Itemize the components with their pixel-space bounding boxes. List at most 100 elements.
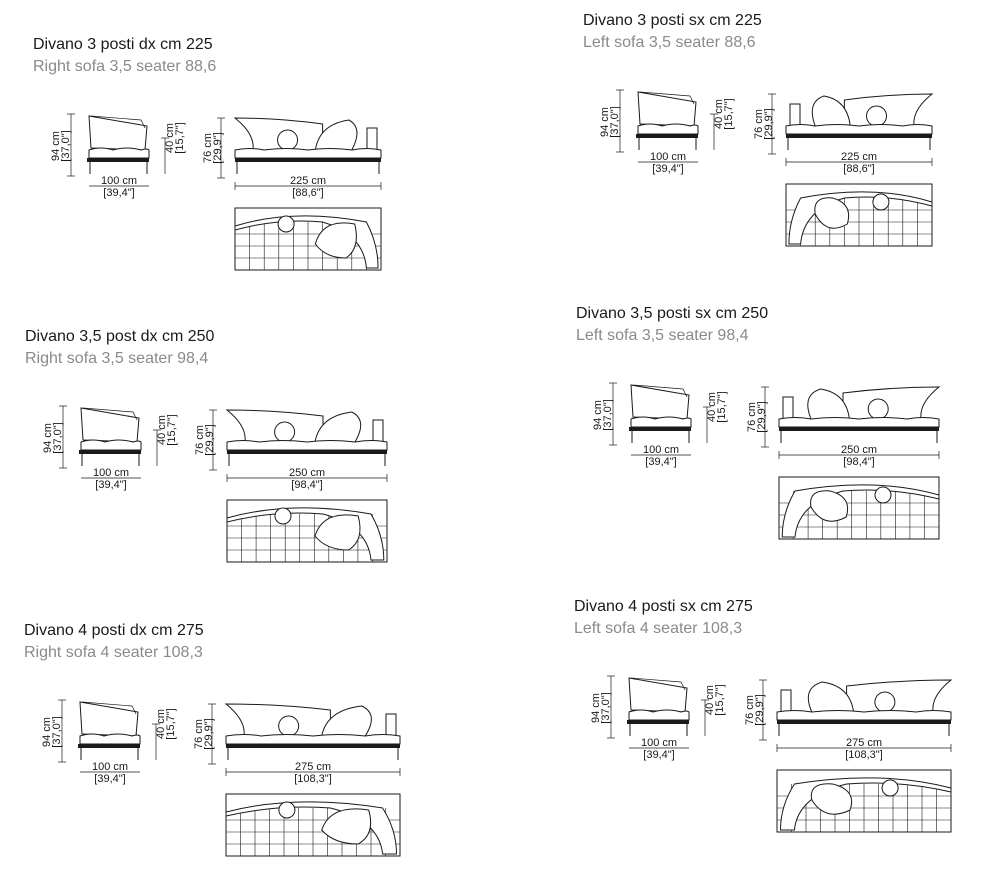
back-in-label: [29,9"]: [212, 132, 224, 163]
width-in-label: [98,4"]: [843, 456, 874, 468]
seat-cm-label: 40 cm: [706, 392, 718, 422]
back-cm-label: 76 cm: [744, 695, 756, 725]
front-armrest: [366, 127, 378, 151]
top-view: [226, 499, 388, 563]
width-cm-label: 275 cm: [846, 737, 882, 749]
top-cushion-round: [278, 801, 296, 819]
seat-in-label: [15,7"]: [716, 391, 728, 422]
width-cm-label: 275 cm: [295, 761, 331, 773]
back-in-label: [29,9"]: [754, 694, 766, 725]
front-backrest: [843, 93, 934, 127]
seat-cm-label: 40 cm: [164, 123, 176, 153]
width-cm-label: 250 cm: [841, 444, 877, 456]
height-in-label: [37,0"]: [609, 106, 621, 137]
depth-cm-label: 100 cm: [650, 151, 686, 163]
top-pillow: [314, 222, 357, 259]
front-pillow: [314, 119, 358, 151]
top-cushion-round: [277, 215, 295, 233]
front-view: 76 cm[29,9"]225 cm[88,6"]: [202, 117, 382, 199]
front-cushion-round: [278, 715, 300, 737]
sofa-title: Divano 3 posti sx cm 225: [583, 12, 762, 29]
front-seat: [776, 710, 952, 721]
top-view: [776, 769, 952, 833]
width-cm-label: 250 cm: [289, 467, 325, 479]
sofa-subtitle: Right sofa 4 seater 108,3: [24, 644, 203, 661]
side-base: [87, 158, 149, 162]
top-cushion-round: [881, 779, 899, 797]
front-cushion-round: [274, 421, 296, 443]
sofa-subtitle: Left sofa 3,5 seater 88,6: [583, 34, 756, 51]
top-view: [225, 793, 401, 857]
sofa-title: Divano 3,5 post dx cm 250: [25, 328, 215, 345]
sofa-drawing: 94 cm[37,0"]40 cm[15,7"]100 cm[39,4"]76 …: [41, 699, 401, 857]
side-backrest: [630, 384, 690, 420]
front-view: 76 cm[29,9"] 275 cm[108,3"]: [744, 679, 953, 761]
back-cm-label: 76 cm: [193, 719, 205, 749]
front-cushion-round: [874, 691, 896, 713]
top-pillow: [321, 808, 372, 845]
depth-cm-label: 100 cm: [101, 175, 137, 187]
side-view: 94 cm[37,0"]40 cm[15,7"]100 cm[39,4"]: [599, 89, 735, 175]
height-cm-label: 94 cm: [42, 423, 54, 453]
height-in-label: [37,0"]: [602, 399, 614, 430]
seat-cm-label: 40 cm: [713, 99, 725, 129]
front-view: 76 cm[29,9"]250 cm[98,4"]: [194, 409, 388, 491]
seat-in-label: [15,7"]: [166, 414, 178, 445]
side-base: [79, 450, 141, 454]
front-seat: [778, 417, 940, 428]
side-view: 94 cm[37,0"]40 cm[15,7"]100 cm[39,4"]: [590, 675, 726, 761]
depth-in-label: [39,4"]: [95, 479, 126, 491]
front-pillow: [807, 681, 855, 713]
sofa-drawing: 94 cm[37,0"]40 cm[15,7"]100 cm[39,4"]76 …: [50, 113, 382, 271]
front-backrest: [225, 409, 324, 443]
side-backrest: [637, 91, 697, 127]
width-in-label: [108,3"]: [294, 773, 332, 785]
front-seat: [785, 124, 933, 135]
front-pillow: [314, 411, 362, 443]
front-armrest: [372, 419, 384, 443]
sofa-drawing: 94 cm[37,0"]40 cm[15,7"]100 cm[39,4"]76 …: [42, 405, 388, 563]
top-view: [234, 207, 382, 271]
seat-in-label: [15,7"]: [165, 708, 177, 739]
side-cushion: [88, 147, 150, 159]
depth-in-label: [39,4"]: [643, 749, 674, 761]
height-cm-label: 94 cm: [50, 131, 62, 161]
width-in-label: [108,3"]: [845, 749, 883, 761]
side-base: [636, 134, 698, 138]
front-cushion-round: [866, 105, 888, 127]
front-base: [227, 450, 387, 454]
front-armrest: [789, 103, 801, 127]
width-in-label: [88,6"]: [843, 163, 874, 175]
depth-in-label: [39,4"]: [652, 163, 683, 175]
sofa-subtitle: Right sofa 3,5 seater 88,6: [33, 58, 217, 75]
top-view: [778, 476, 940, 540]
depth-in-label: [39,4"]: [103, 187, 134, 199]
front-base: [777, 720, 951, 724]
height-cm-label: 94 cm: [599, 107, 611, 137]
side-cushion: [630, 416, 692, 428]
side-base: [629, 427, 691, 431]
back-cm-label: 76 cm: [194, 425, 206, 455]
front-pillow: [807, 388, 850, 420]
back-in-label: [29,9"]: [756, 401, 768, 432]
top-pillow: [814, 197, 850, 229]
top-pillow: [810, 783, 853, 815]
side-backrest: [79, 701, 139, 737]
back-in-label: [29,9"]: [763, 108, 775, 139]
seat-cm-label: 40 cm: [155, 709, 167, 739]
front-seat: [234, 148, 382, 159]
front-seat: [225, 734, 401, 745]
front-base: [235, 158, 381, 162]
front-seat: [226, 440, 388, 451]
sofa-drawing: 94 cm[37,0"]40 cm[15,7"]100 cm[39,4"]76 …: [592, 382, 941, 540]
top-view: [785, 183, 933, 247]
front-cushion-round: [867, 398, 889, 420]
top-pillow: [314, 514, 361, 551]
depth-cm-label: 100 cm: [643, 444, 679, 456]
side-base: [627, 720, 689, 724]
width-in-label: [98,4"]: [291, 479, 322, 491]
height-cm-label: 94 cm: [592, 400, 604, 430]
front-base: [226, 744, 400, 748]
